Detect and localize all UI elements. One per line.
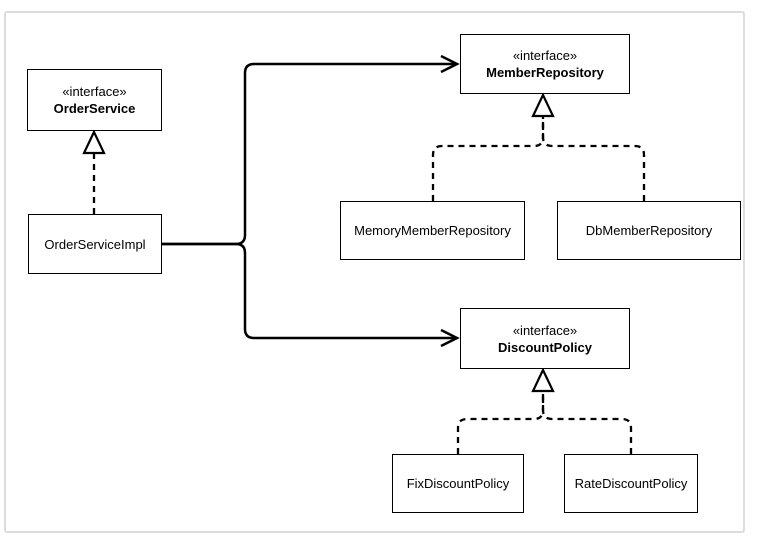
node-member-repository-interface: «interface» MemberRepository bbox=[460, 34, 630, 94]
class-name: OrderServiceImpl bbox=[44, 236, 146, 252]
hollow-triangle-order-service-icon bbox=[82, 129, 106, 155]
stereotype-label: «interface» bbox=[512, 48, 578, 63]
node-order-service-interface: «interface» OrderService bbox=[27, 69, 162, 131]
node-order-service-impl: OrderServiceImpl bbox=[28, 214, 162, 274]
class-name: DiscountPolicy bbox=[498, 339, 592, 355]
stereotype-label: «interface» bbox=[512, 322, 578, 338]
dependency-edge-discount-policy bbox=[162, 242, 456, 340]
node-memory-member-repository: MemoryMemberRepository bbox=[340, 201, 525, 260]
hollow-triangle-member-repository-icon bbox=[531, 92, 555, 118]
realization-edge-rate-discount-policy bbox=[541, 391, 633, 454]
stereotype-label: «interface» bbox=[62, 84, 127, 99]
realization-edge-db-member-repository bbox=[541, 116, 646, 201]
node-db-member-repository: DbMemberRepository bbox=[557, 201, 741, 260]
open-arrowhead-discount-policy-icon bbox=[440, 328, 460, 348]
class-name: RateDiscountPolicy bbox=[574, 476, 688, 491]
class-name: OrderService bbox=[53, 101, 136, 116]
hollow-triangle-discount-policy-icon bbox=[531, 367, 555, 393]
class-name: MemberRepository bbox=[486, 65, 604, 80]
node-discount-policy-interface: «interface» DiscountPolicy bbox=[460, 308, 630, 369]
class-name: DbMemberRepository bbox=[585, 223, 713, 238]
realization-edge-memory-member-repository bbox=[431, 116, 545, 201]
realization-edge-fix-discount-policy bbox=[456, 391, 545, 454]
open-arrowhead-member-repository-icon bbox=[440, 54, 460, 74]
node-rate-discount-policy: RateDiscountPolicy bbox=[564, 454, 698, 513]
class-name: MemoryMemberRepository bbox=[354, 223, 511, 238]
diagram-frame bbox=[4, 11, 745, 533]
class-name: FixDiscountPolicy bbox=[406, 476, 510, 491]
node-fix-discount-policy: FixDiscountPolicy bbox=[392, 454, 524, 513]
